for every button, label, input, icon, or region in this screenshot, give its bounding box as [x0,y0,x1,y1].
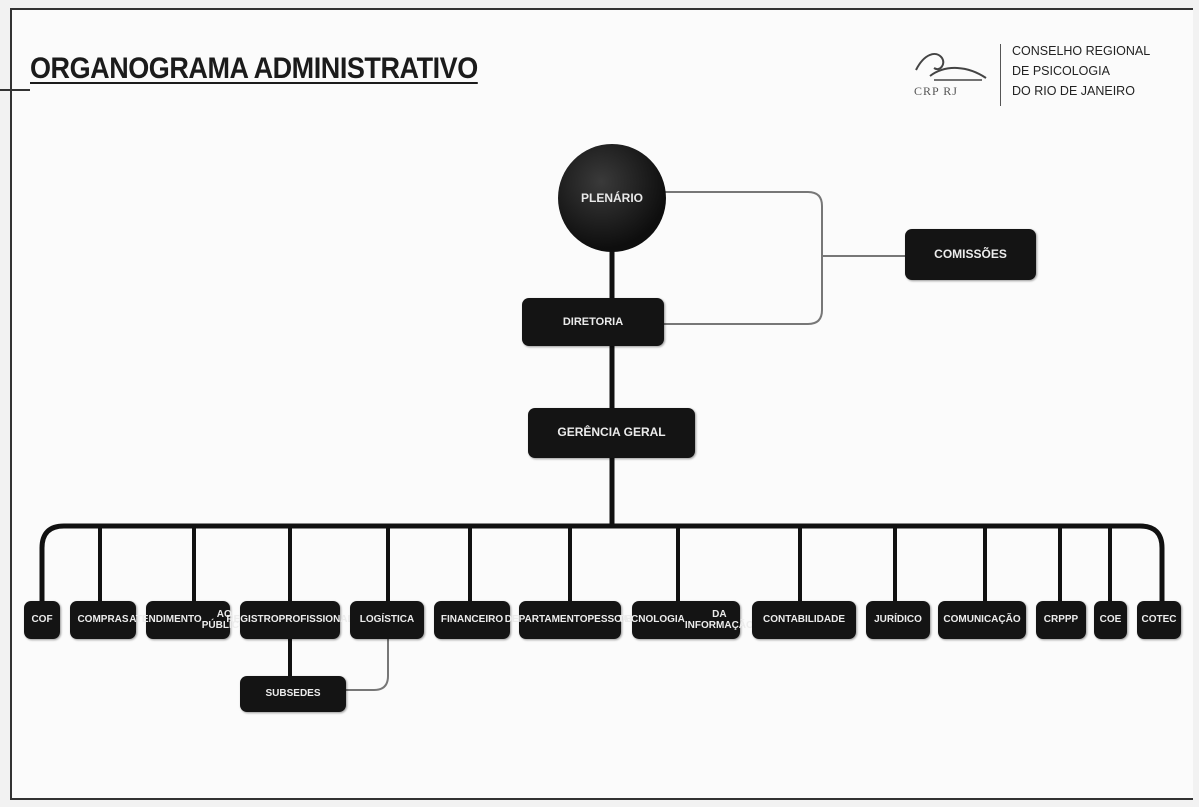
page-title: ORGANOGRAMA ADMINISTRATIVO [30,52,478,85]
dept-logistica: LOGÍSTICA [350,601,424,639]
node-comissoes: COMISSÕES [905,229,1036,280]
logo-line-3: DO RIO DE JANEIRO [1012,84,1135,98]
node-plenario: PLENÁRIO [558,144,666,252]
dept-crppp: CRPPP [1036,601,1086,639]
title-rule [0,89,30,91]
dept-coe: COE [1094,601,1127,639]
logo-divider [1000,44,1001,106]
dept-comunicacao: COMUNICAÇÃO [938,601,1026,639]
crp-logo-icon [915,53,987,81]
dept-cof: COF [24,601,60,639]
node-subsedes: SUBSEDES [240,676,346,712]
dept-compras: COMPRAS [70,601,136,639]
logo-line-2: DE PSICOLOGIA [1012,64,1110,78]
logo-line-1: CONSELHO REGIONAL [1012,44,1151,58]
node-diretoria: DIRETORIA [522,298,664,346]
logo-abbr: CRP RJ [914,84,958,98]
dept-juridico: JURÍDICO [866,601,930,639]
dept-contabilidade: CONTABILIDADE [752,601,856,639]
dept-financeiro: FINANCEIRO [434,601,510,639]
dept-cotec: COTEC [1137,601,1181,639]
org-chart-sheet [10,8,1193,800]
node-gerencia-geral: GERÊNCIA GERAL [528,408,695,458]
